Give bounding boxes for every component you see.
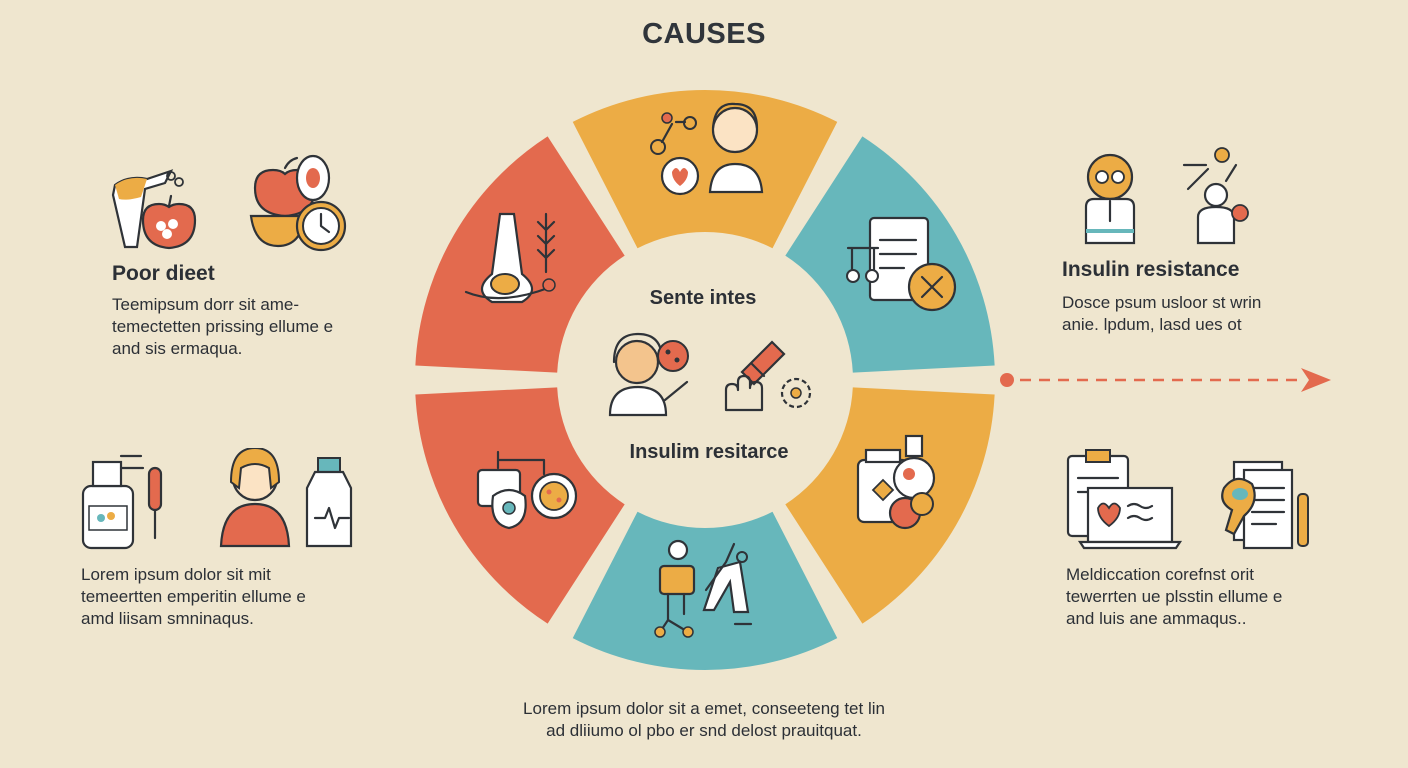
panel-text: Dosce psum usloor st wrin anie. lpdum, l… [1062, 293, 1262, 334]
laptop-heart-icon [1077, 486, 1183, 550]
medication-icons [81, 448, 353, 550]
child-icon [608, 332, 689, 417]
panel-text: Lorem ipsum dolor sit mit temeertten emp… [81, 565, 306, 628]
page-title: CAUSES [642, 18, 766, 50]
center-bottom-label: Insulim resitarce [629, 441, 789, 463]
exercise-person-icon [654, 539, 753, 638]
diet-icons [111, 154, 347, 252]
junk-food-icon [111, 169, 184, 249]
resistance-icons [1084, 147, 1249, 245]
wheel-segment-bottom [572, 511, 838, 671]
panel-bottom-left: Lorem ipsum dolor sit mit temeertten emp… [75, 448, 395, 628]
dashed-arrow [1000, 368, 1331, 392]
center-top-label: Sente intes [649, 287, 757, 309]
panel-insulin-resistance: Insulin resistance Dosce psum usloor st … [1058, 145, 1378, 345]
panel-text: Teemipsum dorr sit ame- temectetten pris… [112, 295, 334, 358]
document-icons [1066, 449, 1309, 550]
wheel-segment-top [572, 90, 838, 249]
jar-bottle-icon [856, 434, 936, 530]
lab-flask-icon [464, 212, 556, 304]
panel-text: Meldiccation corefnst orit tewerrten ue … [1066, 565, 1283, 628]
checklist-x-icon [846, 216, 957, 312]
person-blocked-icon [1084, 153, 1136, 245]
apple-icon [141, 194, 197, 250]
body-scan-icon [1182, 147, 1249, 245]
inhaler-icon [724, 340, 812, 412]
panel-heading: Insulin resistance [1062, 258, 1240, 281]
food-plate-icon [476, 450, 578, 530]
panel-heading: Poor dieet [112, 262, 215, 285]
medicine-bottle-icon [305, 457, 353, 548]
panel-poor-diet: Poor dieet Teemipsum dorr sit ame- temec… [95, 150, 395, 360]
thermometer-icon [147, 466, 163, 540]
papers-pen-icon [1221, 460, 1309, 550]
footer-text: Lorem ipsum dolor sit a emet, conseeteng… [523, 699, 885, 740]
person-icon [219, 448, 291, 548]
apple-bowl-icon [249, 154, 331, 248]
panel-medication: Meldiccation corefnst orit tewerrten ue … [1062, 448, 1382, 628]
pill-bottle-icon [81, 454, 145, 550]
clock-icon [295, 200, 347, 252]
doctor-heart-icon [650, 102, 764, 196]
